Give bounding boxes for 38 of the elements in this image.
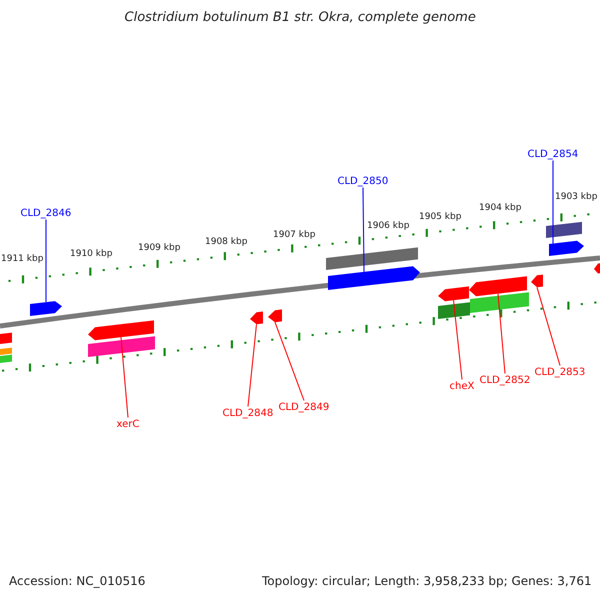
title: Clostridium botulinum B1 str. Okra, complete genome xyxy=(124,11,476,26)
gene-label: CLD_2853 xyxy=(534,366,586,378)
gene-label: CLD_2849 xyxy=(278,402,330,412)
scale-label: 1906 kbp xyxy=(367,222,410,232)
leader-line xyxy=(536,286,560,366)
leader-line xyxy=(248,324,257,407)
gene-label: CLD_2854 xyxy=(528,148,578,160)
scale-label: 1909 kbp xyxy=(138,244,180,254)
gene-feature xyxy=(328,266,420,290)
scale-label: 1911 kbp xyxy=(1,255,44,265)
gene-feature xyxy=(268,309,282,322)
gene-feature xyxy=(30,301,62,316)
leader-line xyxy=(453,300,462,380)
gene-label: CLD_2852 xyxy=(480,374,530,386)
scale-label: 1908 kbp xyxy=(205,238,248,248)
gene-feature xyxy=(88,320,154,340)
leader-line xyxy=(552,160,554,244)
gene-label: CLD_2846 xyxy=(20,208,72,218)
accession-text: Accession: NC_010516 xyxy=(9,574,146,588)
gene-feature xyxy=(250,312,263,324)
gene-label: xerC xyxy=(116,418,140,430)
scale-label: 1905 kbp xyxy=(419,213,462,223)
leader-line xyxy=(498,293,506,374)
gene-label: cheX xyxy=(450,380,474,392)
scale-label: 1910 kbp xyxy=(70,250,112,260)
gene-feature xyxy=(549,240,584,256)
scale-label: 1907 kbp xyxy=(273,231,316,241)
scale-label: 1903 kbp xyxy=(555,193,598,203)
leader-line xyxy=(362,187,364,272)
leader-line xyxy=(274,322,304,401)
scale-label: 1904 kbp xyxy=(479,204,522,214)
gene-feature xyxy=(326,247,418,270)
gene-feature xyxy=(438,286,469,302)
gene-feature xyxy=(531,274,543,288)
leader-line xyxy=(120,336,128,418)
gene-label: CLD_2850 xyxy=(338,176,388,186)
genome-summary: Topology: circular; Length: 3,958,233 bp; Genes: 3,761 xyxy=(262,574,592,588)
gene-label: CLD_2848 xyxy=(222,408,274,418)
